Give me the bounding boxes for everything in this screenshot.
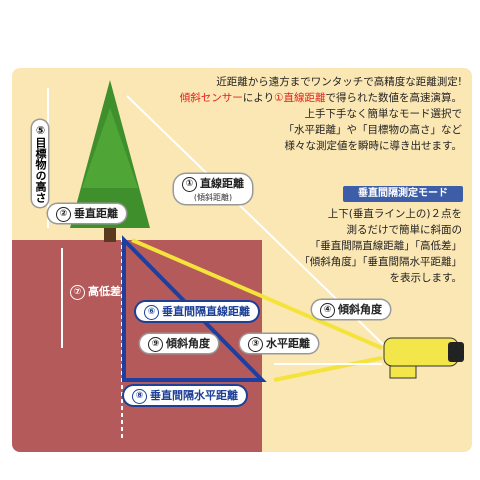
scene-svg [12, 80, 464, 452]
intro-line-1: 近距離から遠方までワンタッチで高精度な距離測定! [216, 76, 462, 88]
yellow-arrow-top [131, 238, 383, 350]
diagram-panel: 近距離から遠方までワンタッチで高精度な距離測定! 傾斜センサーにより①直線距離で… [12, 68, 472, 452]
intro-text: 近距離から遠方までワンタッチで高精度な距離測定! 傾斜センサーにより①直線距離で… [180, 74, 462, 154]
mode-text: 上下(垂直ライン上の)２点を 測るだけで簡単に斜面の 「垂直間隔直線距離」「高低… [299, 208, 462, 284]
yellow-arrow-bottom [273, 356, 383, 382]
intro-line-3: 上手下手なく簡単なモード選択で [304, 108, 463, 120]
rangefinder-device [383, 337, 464, 379]
label-target-height: ⑤目標物の高さ [32, 120, 48, 207]
intro-line-2: 傾斜センサーにより①直線距離で得られた数値を高速演算。 [179, 92, 462, 104]
intro-line-5: 様々な測定値を瞬時に導き出せます。 [284, 140, 462, 152]
mode-title: 垂直間隔測定モード [343, 186, 463, 202]
slope-block [12, 240, 262, 452]
intro-line-4: 「水平距離」や「目標物の高さ」など [283, 124, 463, 136]
